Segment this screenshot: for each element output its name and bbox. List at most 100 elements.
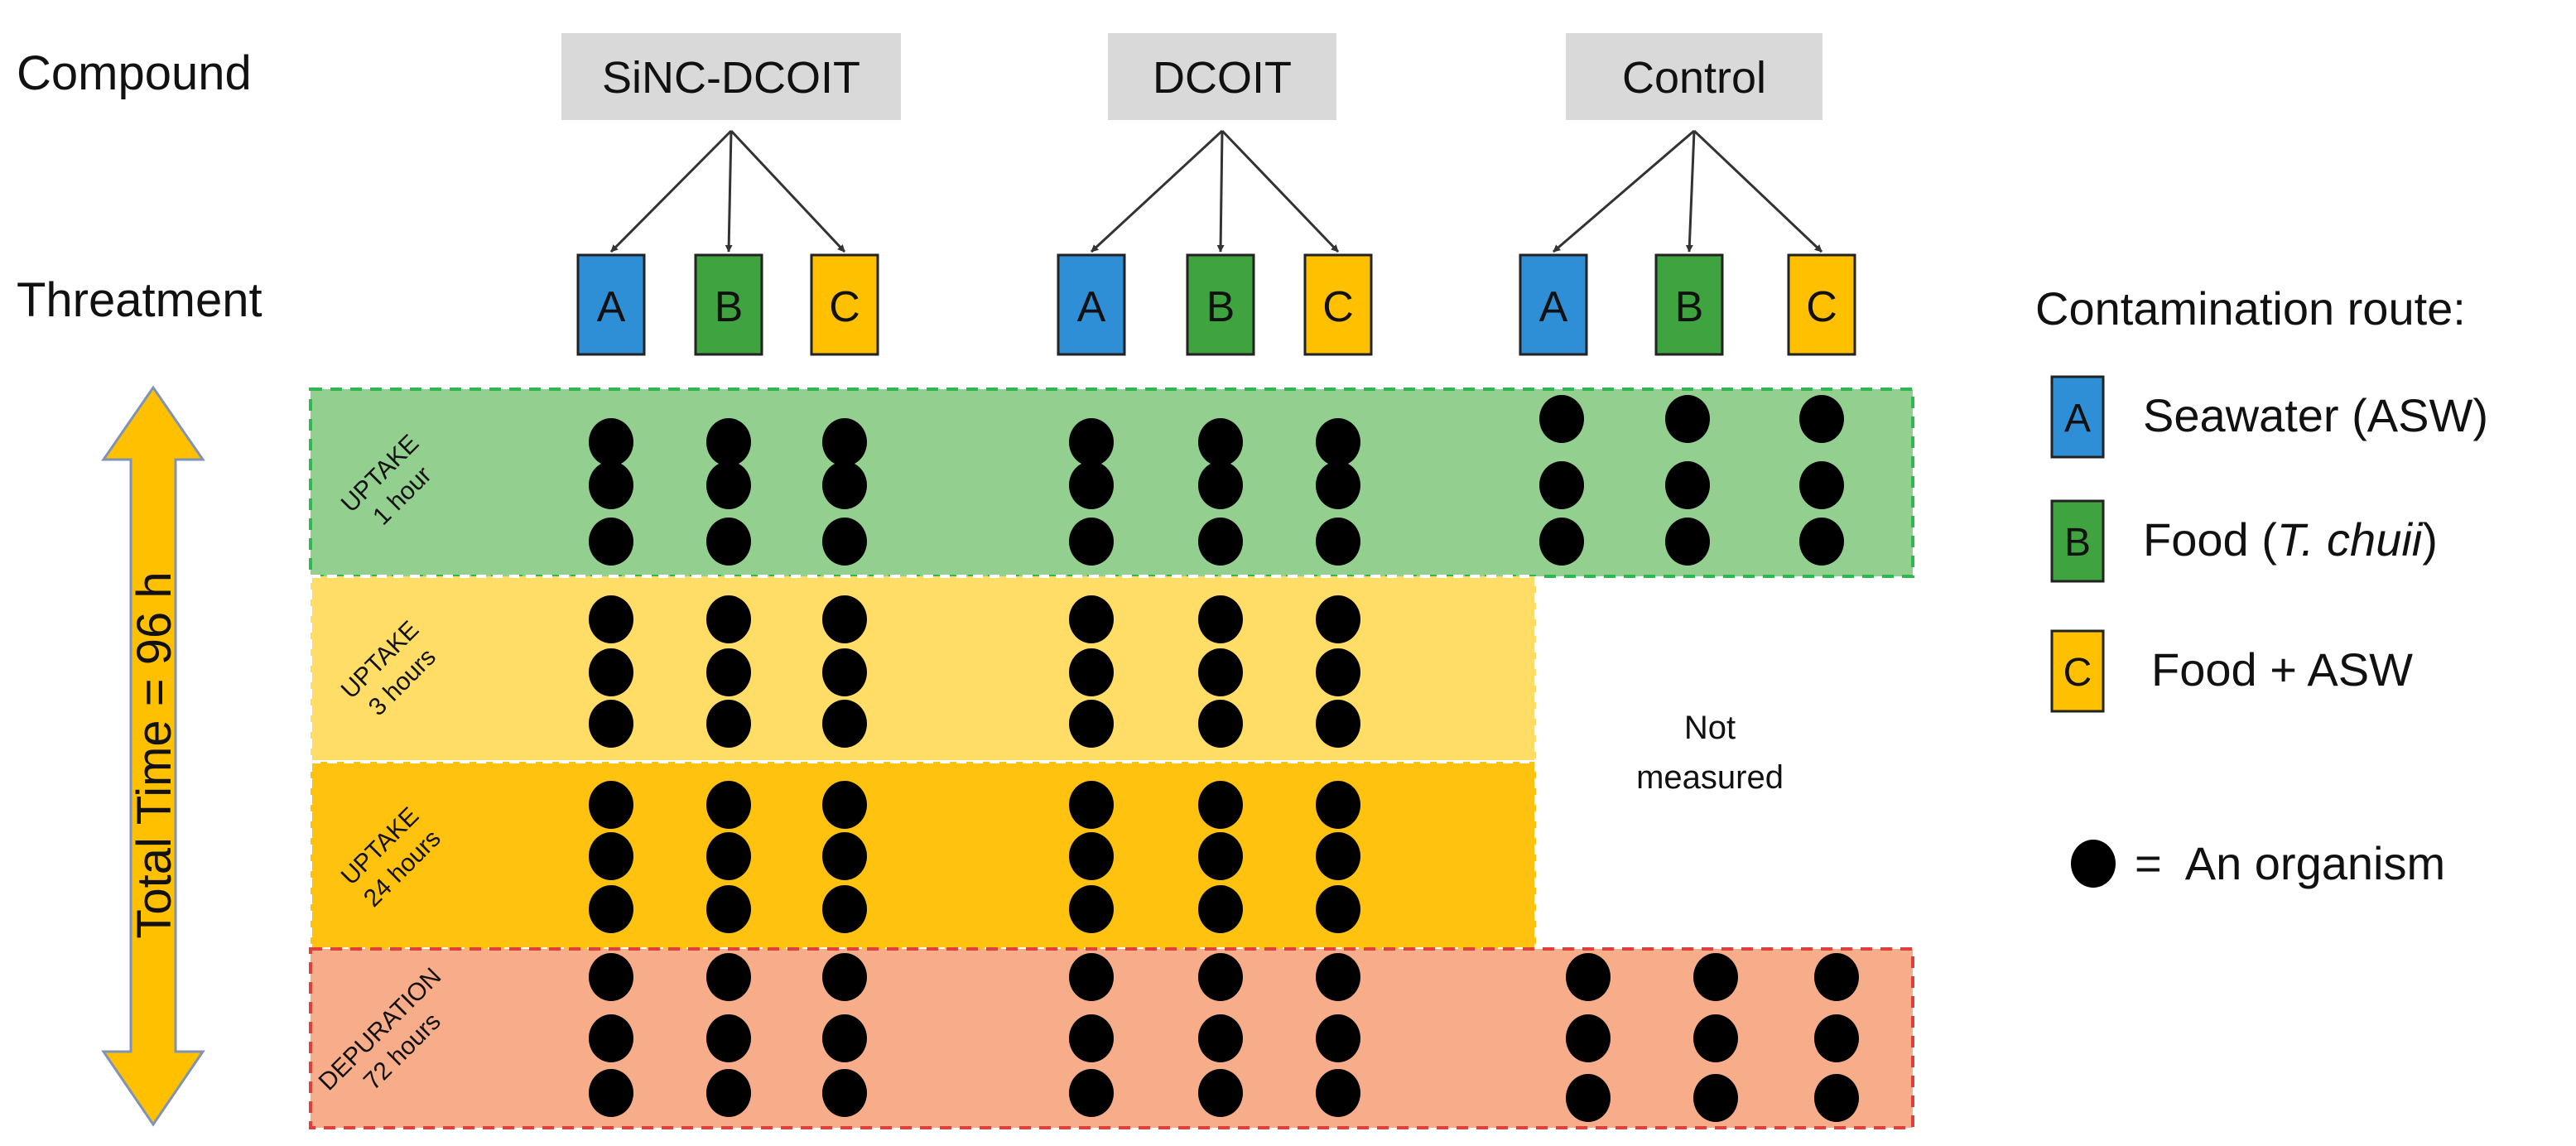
legend: Contamination route: A Seawater (ASW) B … <box>2035 282 2488 889</box>
treatment-arrow <box>1221 129 1340 253</box>
organism-dot <box>706 648 751 696</box>
total-time-label: Total Time = 96 h <box>128 571 181 938</box>
treatment-letter: C <box>1322 283 1354 331</box>
compound-box <box>1566 33 1822 120</box>
treatment-box-b <box>1654 253 1724 356</box>
total-time-arrow: Total Time = 96 h <box>101 385 205 1127</box>
organism-dot <box>706 595 751 643</box>
legend-box-b <box>2050 499 2105 583</box>
treatment-arrow <box>609 129 733 253</box>
organism-dot <box>706 885 751 933</box>
treatment-box-b <box>1186 253 1255 356</box>
treatment-arrow <box>1692 129 1823 253</box>
organism-dot <box>706 832 751 880</box>
organism-dot <box>1539 395 1584 443</box>
treatment-arrow <box>729 129 846 253</box>
treatment-arrow <box>725 130 733 253</box>
treatment-letter: C <box>1806 283 1837 331</box>
not-measured-line2: measured <box>1636 759 1784 796</box>
compound-name: SiNC-DCOIT <box>602 53 860 103</box>
legend-title: Contamination route: <box>2035 282 2466 335</box>
organism-dot <box>822 461 867 509</box>
organism-dot <box>1198 418 1243 466</box>
legend-organism-text: = An organism <box>2135 837 2445 889</box>
organism-dot <box>706 1014 751 1062</box>
organism-dot <box>1316 648 1360 696</box>
compound-name: Control <box>1622 53 1766 103</box>
organism-dot <box>1316 1014 1360 1062</box>
organism-dot <box>822 700 867 748</box>
organism-dot <box>1693 1014 1738 1062</box>
legend-box-c <box>2050 629 2105 713</box>
legend-item-c: C Food + ASW <box>2050 629 2413 713</box>
organism-dot <box>1069 595 1114 643</box>
legend-box-a <box>2050 375 2105 459</box>
not-measured-line1: Not <box>1684 710 1736 746</box>
organism-dot <box>1069 781 1114 829</box>
organism-dot <box>589 648 633 696</box>
organism-dot <box>822 418 867 466</box>
organism-dot <box>1198 1014 1243 1062</box>
organism-dot <box>706 700 751 748</box>
treatment-letter: B <box>1675 283 1704 331</box>
organism-dot <box>589 1069 633 1117</box>
treatment-letter: A <box>1077 283 1106 331</box>
organism-dot <box>1316 832 1360 880</box>
treatment-box-c <box>810 253 879 356</box>
treatment-box-b <box>694 253 763 356</box>
organism-dot <box>822 885 867 933</box>
organism-dot <box>589 700 633 748</box>
organism-dot <box>1069 700 1114 748</box>
organism-dot <box>589 518 633 566</box>
treatment-letter: A <box>597 283 626 331</box>
treatment-letter: C <box>829 283 860 331</box>
organism-dot <box>589 953 633 1001</box>
organism-dot <box>1316 885 1360 933</box>
organism-dot <box>1069 832 1114 880</box>
organism-dot <box>589 781 633 829</box>
treatment-box-a <box>576 253 646 356</box>
organism-dot <box>822 595 867 643</box>
organism-dot <box>1069 518 1114 566</box>
organism-dots <box>589 395 1859 1122</box>
organism-dot <box>1198 885 1243 933</box>
organism-dot <box>1814 953 1859 1001</box>
organism-dot <box>1198 648 1243 696</box>
organism-dot-icon <box>2071 840 2116 888</box>
organism-dot <box>1069 1069 1114 1117</box>
organism-dot <box>822 1069 867 1117</box>
organism-dot <box>1316 1069 1360 1117</box>
organism-dot <box>1198 1069 1243 1117</box>
organism-dot <box>1069 1014 1114 1062</box>
organism-dot <box>822 1014 867 1062</box>
organism-dot <box>1566 1014 1611 1062</box>
legend-text-b: Food (T. chuii) <box>2143 513 2438 566</box>
organism-dot <box>1316 461 1360 509</box>
legend-text-b-suffix: ) <box>2422 513 2438 566</box>
treatment-arrow <box>1553 129 1695 253</box>
legend-letter-c: C <box>2063 651 2092 695</box>
organism-dot <box>589 1014 633 1062</box>
organism-dot <box>822 832 867 880</box>
compound-name: DCOIT <box>1153 53 1292 103</box>
legend-text-a: Seawater (ASW) <box>2143 389 2488 441</box>
treatment-box-c <box>1303 253 1373 356</box>
treatment-arrow <box>1090 129 1224 253</box>
compound-box <box>561 33 901 120</box>
legend-letter-b: B <box>2064 521 2091 565</box>
legend-item-b: B Food (T. chuii) <box>2050 499 2438 583</box>
organism-dot <box>1566 953 1611 1001</box>
organism-dot <box>1316 595 1360 643</box>
organism-dot <box>1069 885 1114 933</box>
organism-dot <box>1316 418 1360 466</box>
compound-box <box>1108 33 1336 120</box>
organism-dot <box>1198 461 1243 509</box>
organism-dot <box>1316 700 1360 748</box>
organism-dot <box>1069 418 1114 466</box>
organism-dot <box>1069 953 1114 1001</box>
organism-dot <box>1069 648 1114 696</box>
organism-dot <box>1316 953 1360 1001</box>
